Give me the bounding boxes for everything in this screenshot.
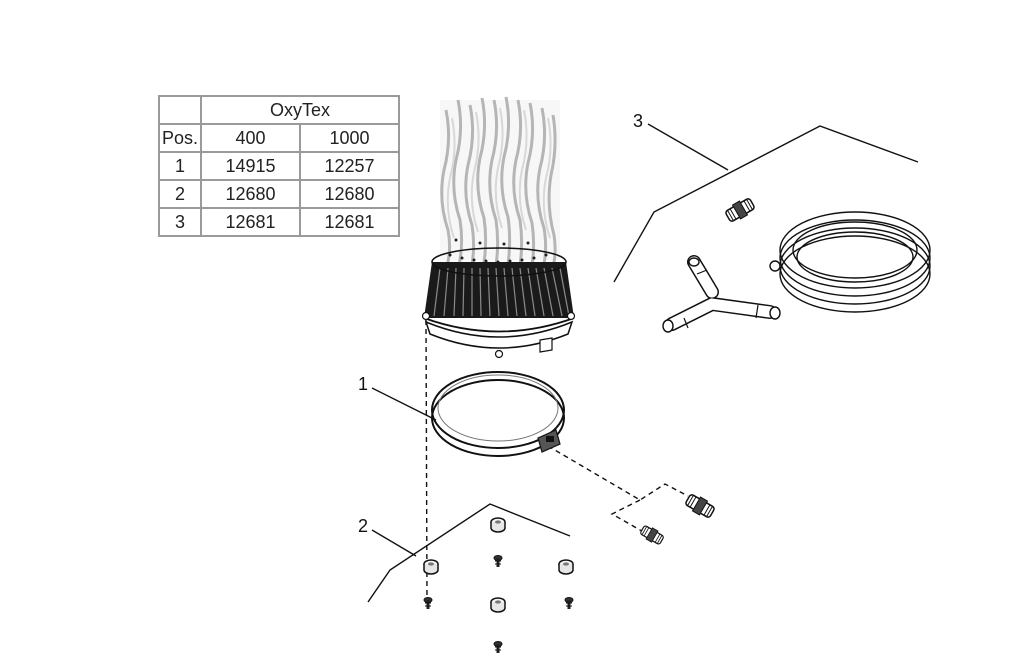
part-number-cell: 12681 [200, 207, 301, 237]
clamp-ring-part-1 [431, 371, 565, 457]
callout-label-3: 3 [633, 111, 643, 131]
pos-cell: 1 [158, 151, 202, 181]
table-group-header: OxyTex [200, 95, 400, 125]
hose-fitting-straight [723, 195, 757, 225]
part-number-cell: 12680 [200, 179, 301, 209]
y-connector [662, 255, 781, 333]
part-number-cell: 14915 [200, 151, 301, 181]
air-hose-coil [769, 211, 931, 313]
table-row: 2 12680 12680 [158, 179, 400, 209]
table-column-header-row: Pos. 400 1000 [158, 123, 400, 153]
callout-label-2: 2 [358, 516, 368, 536]
pos-column-header: Pos. [158, 123, 202, 153]
part-number-cell: 12257 [299, 151, 400, 181]
leader-line-part-1 [371, 387, 437, 421]
pos-cell: 3 [158, 207, 202, 237]
model-1000-column-header: 1000 [299, 123, 400, 153]
part-number-cell: 12680 [299, 179, 400, 209]
model-400-column-header: 400 [200, 123, 301, 153]
hose-fitting-small [638, 523, 666, 547]
screw-nut-set-part-2 [423, 517, 574, 654]
assembly-guide-lines [425, 319, 689, 601]
table-row: 3 12681 12681 [158, 207, 400, 237]
diffuser-base [421, 247, 576, 359]
table-corner-cell [158, 95, 202, 125]
group-bracket-part-3 [613, 123, 919, 283]
callout-label-1: 1 [358, 374, 368, 394]
table-row: 1 14915 12257 [158, 151, 400, 181]
pos-cell: 2 [158, 179, 202, 209]
parts-number-table: OxyTex Pos. 400 1000 1 14915 12257 2 126… [158, 95, 400, 237]
diffuser-strands [440, 96, 560, 279]
hose-fitting-large [683, 491, 717, 521]
group-bracket-part-2 [367, 503, 571, 603]
table-group-header-row: OxyTex [158, 95, 400, 125]
part-number-cell: 12681 [299, 207, 400, 237]
